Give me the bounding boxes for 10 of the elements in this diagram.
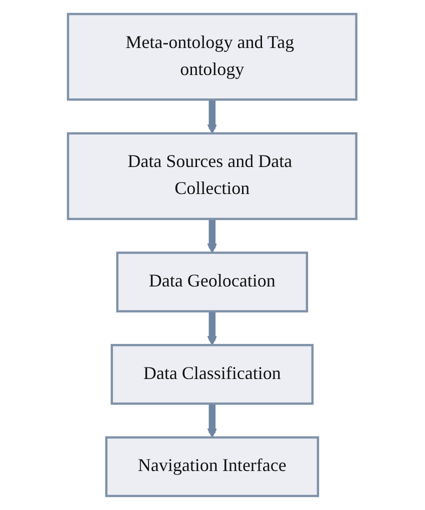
node-box [67, 132, 358, 220]
flowchart-drawing: Meta-ontology and Tag ontology Data Sources and Data Collection Data Geolocation Data Classification Navigation Interface [59, 5, 366, 505]
node-box [116, 252, 308, 312]
node-box [111, 344, 314, 405]
arrow [208, 310, 218, 346]
arrow [208, 218, 218, 254]
arrow [208, 403, 218, 438]
node-box [106, 436, 320, 498]
node-box [67, 12, 358, 101]
arrow [208, 99, 218, 134]
